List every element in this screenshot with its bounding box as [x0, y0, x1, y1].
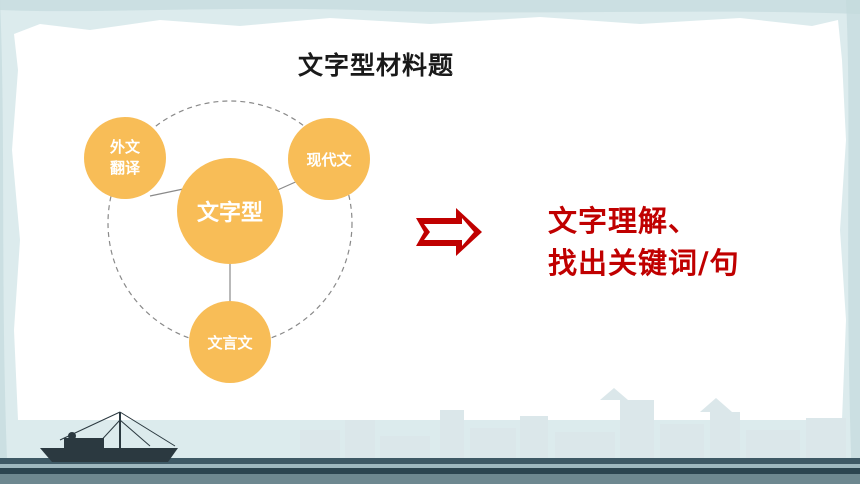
- result-text: 文字理解、 找出关键词/句: [548, 200, 808, 284]
- node-modern-text-label: 现代文: [306, 150, 352, 169]
- node-translation-label: 外文 翻译: [109, 138, 140, 177]
- center-node: 文字型: [177, 158, 283, 264]
- node-classical-text: 文言文: [189, 301, 271, 383]
- sailboat-icon: [40, 411, 178, 462]
- double-arrow-right-icon: [416, 208, 482, 256]
- node-modern-text: 现代文: [288, 118, 370, 200]
- center-node-label: 文字型: [196, 201, 263, 226]
- node-translation: 外文 翻译: [84, 117, 166, 199]
- node-classical-text-label: 文言文: [207, 333, 253, 352]
- city-skyline-icon: [300, 388, 846, 460]
- result-line-1: 文字理解、: [548, 204, 699, 238]
- result-line-2: 找出关键词/句: [548, 246, 740, 280]
- slide-title: 文字型材料题: [298, 51, 455, 80]
